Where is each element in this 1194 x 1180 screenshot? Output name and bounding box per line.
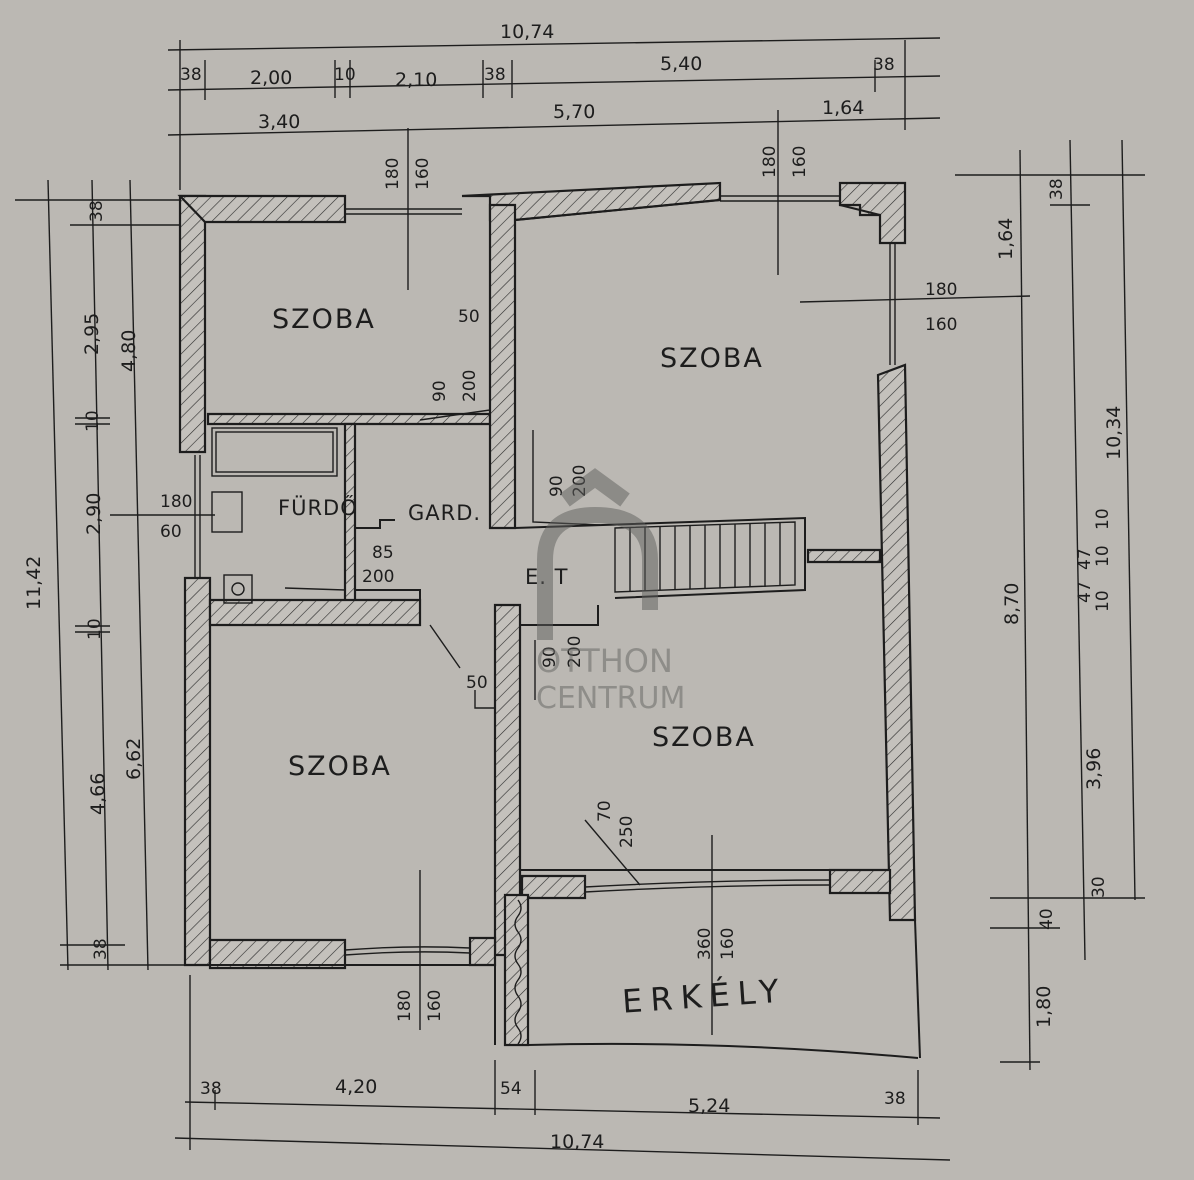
room-gard: GARD. bbox=[408, 501, 481, 525]
dim-bottom-5: 38 bbox=[884, 1089, 906, 1109]
door-furdo-1: 85 bbox=[372, 543, 394, 563]
room-szoba-ne: SZOBA bbox=[660, 343, 764, 374]
dim-left2-1: 4,80 bbox=[118, 330, 140, 372]
mark-50-b: 50 bbox=[466, 673, 488, 693]
dim-bottom-3: 54 bbox=[500, 1079, 522, 1099]
dim-top-1: 38 bbox=[180, 65, 202, 85]
dim-right-r2: 47 bbox=[1075, 548, 1095, 570]
dim-top-6: 5,40 bbox=[660, 53, 702, 75]
door-ne-1: 90 bbox=[547, 475, 567, 497]
dim-left-total: 11,42 bbox=[23, 556, 45, 610]
dimension-lines bbox=[15, 37, 1145, 1161]
dim-top-3: 10 bbox=[334, 65, 356, 85]
dim-right-inner-1: 38 bbox=[1047, 178, 1067, 200]
door-erkely-1: 70 bbox=[595, 800, 615, 822]
win-sw-2: 160 bbox=[425, 990, 445, 1022]
win-furdo-1: 180 bbox=[160, 492, 192, 512]
door-se-1: 90 bbox=[540, 646, 560, 668]
dim-top-total: 10,74 bbox=[500, 21, 554, 43]
dim-top-5: 38 bbox=[484, 65, 506, 85]
bath-fixtures bbox=[211, 427, 338, 604]
win-sw-1: 180 bbox=[395, 990, 415, 1022]
logo-text-2: CENTRUM bbox=[536, 681, 685, 716]
dim-right-r7: 30 bbox=[1089, 876, 1109, 898]
dim-top-7: 38 bbox=[873, 55, 895, 75]
room-szoba-nw: SZOBA bbox=[272, 304, 376, 335]
dim-top-4: 2,10 bbox=[395, 69, 437, 91]
dim-right-3: 1,80 bbox=[1033, 986, 1055, 1028]
dim-right-2: 8,70 bbox=[1001, 583, 1023, 625]
dim-left2-2: 6,62 bbox=[123, 738, 145, 780]
dim-right-r1: 10 bbox=[1093, 508, 1113, 530]
dim-top2-3: 1,64 bbox=[822, 97, 864, 119]
otthon-centrum-logo: OTTHON CENTRUM bbox=[536, 468, 685, 716]
door-erkely-2: 250 bbox=[617, 816, 637, 848]
dim-left-6: 4,66 bbox=[87, 773, 109, 815]
mark-50-a: 50 bbox=[458, 307, 480, 327]
dim-right-1: 1,64 bbox=[995, 218, 1017, 260]
room-szoba-sw: SZOBA bbox=[288, 751, 392, 782]
dim-left-4: 2,90 bbox=[83, 493, 105, 535]
dim-top2-1: 3,40 bbox=[258, 111, 300, 133]
win-nw-1: 180 bbox=[383, 158, 403, 190]
win-furdo-2: 60 bbox=[160, 522, 182, 542]
logo-text-1: OTTHON bbox=[536, 642, 673, 680]
door-nw-2: 200 bbox=[460, 370, 480, 402]
toilet-icon bbox=[223, 574, 253, 604]
windows bbox=[194, 195, 896, 956]
dim-left-3: 10 bbox=[83, 410, 103, 432]
win-erkely-1: 360 bbox=[695, 928, 715, 960]
room-outlines bbox=[190, 199, 921, 1059]
dim-right-r3: 10 bbox=[1093, 545, 1113, 567]
dim-left-5: 10 bbox=[85, 618, 105, 640]
win-e-1: 180 bbox=[925, 280, 957, 300]
win-e-2: 160 bbox=[925, 315, 957, 335]
dim-left-1: 38 bbox=[87, 200, 107, 222]
dim-right-inner-2: 10,34 bbox=[1103, 406, 1125, 460]
sink-icon bbox=[211, 491, 243, 533]
room-szoba-se: SZOBA bbox=[652, 722, 756, 753]
logo-mark-icon bbox=[537, 468, 658, 640]
dim-top2-2: 5,70 bbox=[553, 101, 595, 123]
door-se-2: 200 bbox=[565, 636, 585, 668]
dim-bottom-2: 4,20 bbox=[335, 1076, 377, 1098]
room-furdo: FÜRDŐ bbox=[278, 495, 358, 520]
door-nw-1: 90 bbox=[430, 380, 450, 402]
win-erkely-2: 160 bbox=[718, 928, 738, 960]
door-furdo-2: 200 bbox=[362, 567, 394, 587]
win-ne-1: 180 bbox=[760, 146, 780, 178]
dim-left-7: 38 bbox=[91, 938, 111, 960]
dim-bottom-1: 38 bbox=[200, 1079, 222, 1099]
dim-bottom-total: 10,74 bbox=[550, 1131, 604, 1153]
balcony-rail bbox=[514, 899, 522, 1045]
win-ne-2: 160 bbox=[790, 146, 810, 178]
win-nw-2: 160 bbox=[413, 158, 433, 190]
dim-right-r4: 47 bbox=[1075, 581, 1095, 603]
dim-right-r8: 40 bbox=[1037, 908, 1057, 930]
dim-left-2: 2,95 bbox=[81, 313, 103, 355]
dim-right-r5: 10 bbox=[1093, 590, 1113, 612]
dim-bottom-4: 5,24 bbox=[688, 1095, 730, 1117]
dim-top-2: 2,00 bbox=[250, 67, 292, 89]
dim-right-r6: 3,96 bbox=[1083, 748, 1105, 790]
